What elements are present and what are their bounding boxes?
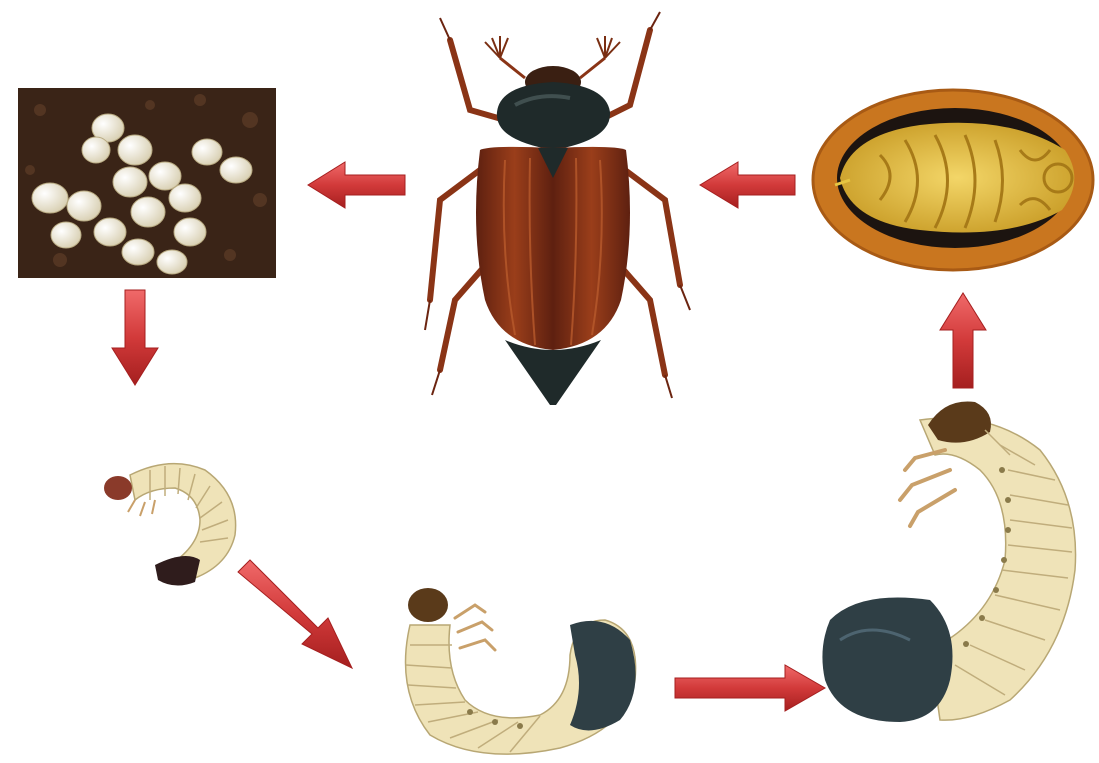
arrow-mature-larva-to-pupa bbox=[940, 293, 986, 388]
small-curled-grub-illustration bbox=[104, 464, 236, 586]
eggs-in-soil-photo bbox=[18, 88, 276, 278]
adult-beetle-illustration bbox=[425, 12, 690, 405]
pupa-in-soil-chamber-illustration bbox=[813, 90, 1093, 270]
large-grub-illustration bbox=[822, 401, 1075, 722]
arrow-medium-to-mature-larva bbox=[675, 665, 825, 711]
arrow-young-to-medium-larva bbox=[238, 560, 352, 668]
arrow-eggs-to-young-larva bbox=[112, 290, 158, 385]
medium-grub-illustration bbox=[406, 588, 636, 754]
arrow-adult-to-eggs bbox=[308, 162, 405, 208]
arrow-pupa-to-adult bbox=[700, 162, 795, 208]
